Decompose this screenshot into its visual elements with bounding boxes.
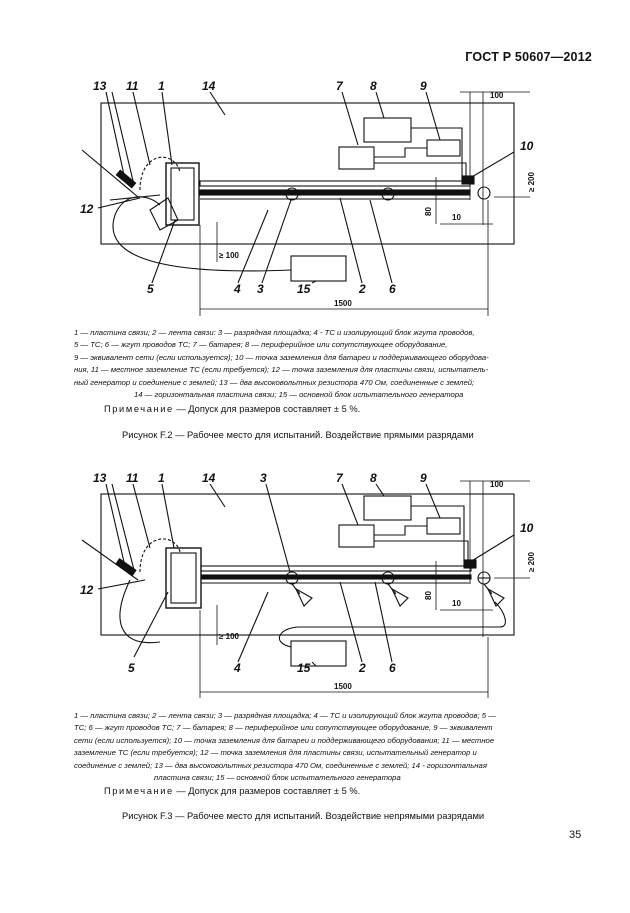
- label-7: 7: [336, 79, 344, 93]
- label-5: 5: [147, 282, 154, 296]
- label-2: 2: [358, 661, 366, 675]
- label-12: 12: [80, 202, 94, 216]
- label-13: 13: [93, 79, 107, 93]
- label-3: 3: [260, 471, 267, 485]
- label-6: 6: [389, 282, 396, 296]
- legend-line: сети (если используется); 10 — точка заз…: [74, 735, 495, 745]
- dim-10: 10: [452, 213, 461, 222]
- label-10: 10: [520, 521, 534, 535]
- dim-200: ≥ 200: [527, 551, 536, 572]
- legend-line: 9 — эквивалент сети (если используется);…: [74, 352, 489, 362]
- figure-f3-legend: 1 — пластина связи; 2 — лента связи; 3 —…: [74, 710, 562, 784]
- figure-f2: 13 11 1 14 7 8 9 10 12 5 4 3 15 2 6 100 …: [74, 79, 562, 440]
- coupling-plane: [100, 493, 515, 636]
- dim-100-top: 100: [490, 91, 504, 100]
- label-15: 15: [297, 282, 311, 296]
- note-text: — Допуск для размеров составляет ± 5 %.: [176, 786, 361, 796]
- figure-f2-caption: Рисунок F.2 — Рабочее место для испытани…: [122, 429, 474, 440]
- battery-box: [338, 146, 375, 170]
- dim-80: 80: [424, 207, 433, 216]
- legend-line: заземление ТС (если требуется); 12 — точ…: [74, 748, 477, 758]
- label-12: 12: [80, 583, 94, 597]
- label-7: 7: [336, 471, 344, 485]
- figure-f3-caption: Рисунок F.3 — Рабочее место для испытани…: [122, 810, 485, 821]
- label-9: 9: [420, 79, 427, 93]
- note-label: Примечание: [104, 786, 174, 796]
- legend-line: 1 — пластина связи; 2 — лента связи: 3 —…: [74, 328, 475, 337]
- network-equivalent-box: [426, 139, 461, 157]
- dim-100-left: ≥ 100: [219, 251, 240, 260]
- network-equivalent-box: [426, 517, 461, 535]
- generator-box: [290, 255, 347, 282]
- label-10: 10: [520, 139, 534, 153]
- label-9: 9: [420, 471, 427, 485]
- legend-line: 1 — пластина связи; 2 — лента связи; 3 —…: [74, 711, 496, 720]
- page-number: 35: [569, 829, 582, 841]
- label-3: 3: [257, 282, 264, 296]
- label-2: 2: [358, 282, 366, 296]
- label-14: 14: [202, 471, 216, 485]
- label-1: 1: [158, 79, 165, 93]
- label-6: 6: [389, 661, 396, 675]
- note-text: — Допуск для размеров составляет ± 5 %.: [176, 404, 361, 414]
- figure-f3: 13 11 1 14 3 7 8 9 10 12 5 4 15 2 6 100 …: [0, 452, 630, 832]
- coupling-plate: [165, 162, 200, 226]
- legend-line: ния, 11 — местное заземление ТС (если тр…: [74, 365, 489, 375]
- label-5: 5: [128, 661, 135, 675]
- document-code: ГОСТ Р 50607—2012: [465, 50, 592, 64]
- legend-line: 14 — горизонтальная пластина связи; 15 —…: [134, 390, 464, 400]
- generator-box: [290, 640, 347, 667]
- label-8: 8: [370, 471, 377, 485]
- label-11: 11: [126, 79, 139, 93]
- legend-line: 5 — ТС; 6 — жгут проводов ТС; 7 — батаре…: [74, 340, 448, 350]
- label-4: 4: [233, 282, 241, 296]
- peripheral-box: [363, 495, 412, 521]
- battery-box: [338, 524, 375, 548]
- peripheral-box: [363, 117, 412, 143]
- label-13: 13: [93, 471, 107, 485]
- dim-100-left: ≥ 100: [219, 632, 240, 641]
- dim-1500: 1500: [334, 299, 352, 308]
- figure-f3-drawing: 13 11 1 14 3 7 8 9 10 12 5 4 15 2 6 100 …: [80, 471, 536, 698]
- label-1: 1: [158, 471, 165, 485]
- legend-line: ТС; 6 — жгут проводов ТС; 7 — батарея; 8…: [74, 723, 493, 733]
- coupling-plane: [100, 102, 515, 245]
- figure-f2-note: Примечание — Допуск для размеров составл…: [104, 404, 360, 414]
- figure-f2-drawing: 13 11 1 14 7 8 9 10 12 5 4 3 15 2 6 100 …: [80, 79, 536, 316]
- note-label: Примечание: [104, 404, 174, 414]
- label-8: 8: [370, 79, 377, 93]
- legend-line: пластина связи; 15 — основной блок испыт…: [154, 773, 401, 783]
- dim-100-top: 100: [490, 480, 504, 489]
- dim-10: 10: [452, 599, 461, 608]
- label-11: 11: [126, 471, 139, 485]
- dim-80: 80: [424, 591, 433, 600]
- figure-f3-note: Примечание — Допуск для размеров составл…: [104, 786, 360, 796]
- figure-f2-legend: 1 — пластина связи; 2 — лента связи: 3 —…: [74, 327, 562, 401]
- legend-line: ный генератор и соединение с землей; 13 …: [74, 377, 475, 387]
- label-14: 14: [202, 79, 216, 93]
- dim-1500: 1500: [334, 682, 352, 691]
- label-4: 4: [233, 661, 241, 675]
- label-15: 15: [297, 661, 311, 675]
- legend-line: соединение с землей; 13 — два высоковоль…: [74, 760, 487, 770]
- dim-200: ≥ 200: [527, 171, 536, 192]
